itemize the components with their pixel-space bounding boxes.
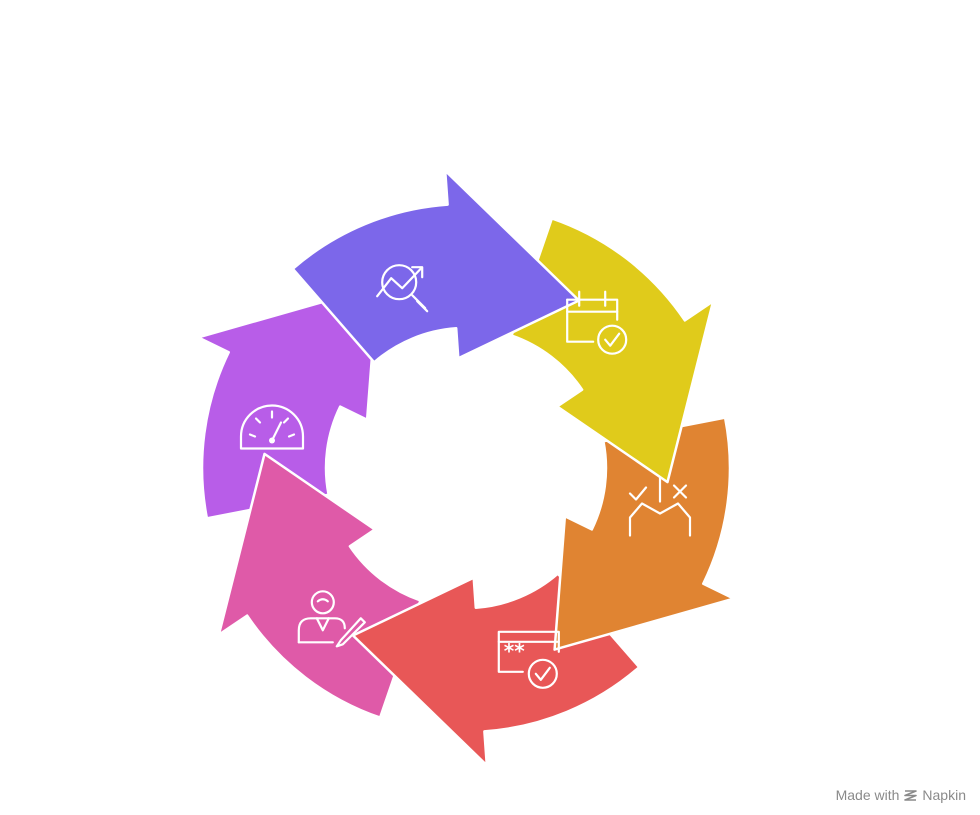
user-edit-icon [297, 590, 366, 648]
cycle-arrow-performance [196, 285, 379, 520]
svg-text:**: ** [504, 639, 525, 663]
trend-search-icon [376, 264, 429, 313]
watermark-brand: Napkin [922, 787, 966, 803]
decision-fork-icon [628, 476, 692, 537]
cycle-segment-analysis [291, 169, 581, 364]
speedometer-icon [239, 404, 305, 450]
napkin-watermark[interactable]: Made with Napkin [836, 787, 966, 803]
calendar-check-icon [566, 290, 628, 355]
cycle-arrow-analysis [291, 169, 581, 364]
cycle-arrow-decision [553, 416, 736, 651]
watermark-text: Made with [835, 787, 900, 803]
napkin-logo-icon [904, 789, 918, 801]
cycle-segment-decision [553, 416, 736, 651]
cycle-segment-performance [196, 285, 379, 520]
password-check-icon: ** [497, 630, 560, 689]
